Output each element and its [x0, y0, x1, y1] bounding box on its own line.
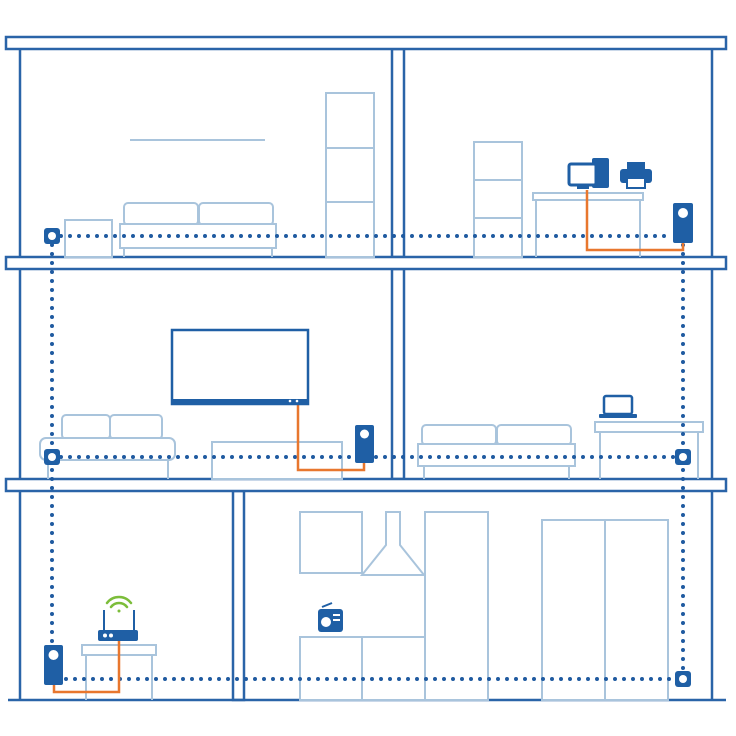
wall-socket-icon [44, 449, 60, 465]
bookshelf-left [325, 92, 375, 258]
printer-icon [620, 162, 652, 189]
ethernet-cables [52, 190, 685, 694]
bed [119, 202, 277, 257]
upper-floor-slab [4, 255, 728, 271]
furniture [39, 92, 704, 701]
middle-divider-wall [390, 267, 406, 481]
kitchen [299, 511, 489, 701]
powerline-adapter-icon [673, 203, 693, 243]
lower-divider-wall [231, 489, 246, 702]
computer-icon [567, 158, 609, 189]
house-structure [4, 35, 728, 702]
powerline-adapter-icon [44, 645, 63, 685]
tv-cabinet [211, 441, 343, 480]
wardrobe [541, 519, 669, 701]
radio-icon [318, 602, 343, 632]
laptop-icon [599, 394, 637, 418]
sofa-right [417, 424, 576, 479]
nightstand [64, 219, 113, 258]
upper-divider-wall [390, 47, 406, 259]
television-icon [170, 328, 310, 406]
range-hood [359, 511, 427, 576]
bookshelf-right [473, 141, 523, 258]
wifi-icon [105, 595, 133, 613]
wall-socket-icon [675, 671, 691, 687]
router-icon [98, 610, 138, 641]
powerline-adapter-icon [355, 425, 374, 463]
middle-floor-slab [4, 477, 728, 493]
roof-slab [4, 35, 728, 51]
sofa-living [39, 414, 176, 479]
wall-socket-icon [44, 228, 60, 244]
wall-socket-icon [675, 449, 691, 465]
